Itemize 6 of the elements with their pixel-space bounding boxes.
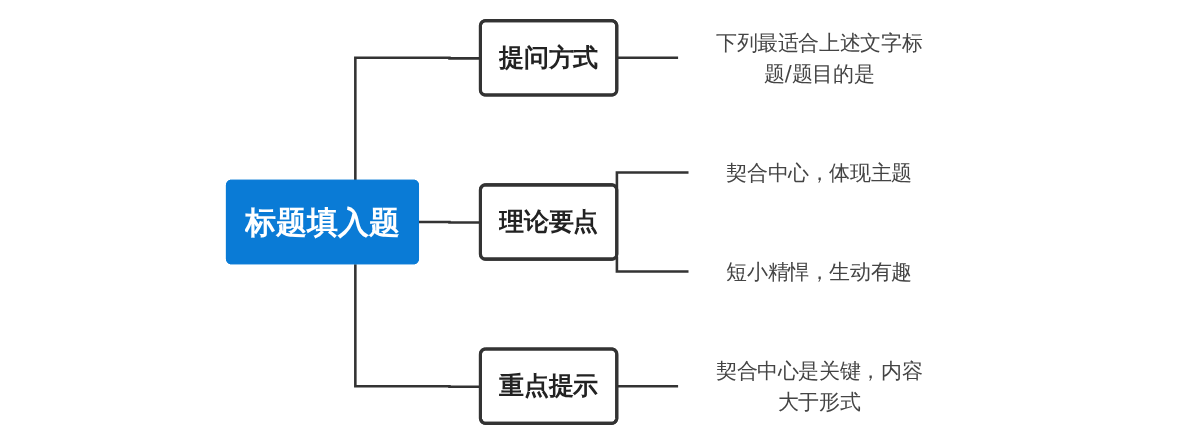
connector (615, 171, 690, 189)
connector (615, 256, 690, 273)
node-text: 契合中心是关键，内容大于形式 (715, 358, 923, 415)
node-text: 契合中心，体现主题 (726, 160, 913, 185)
node-text: 短小精悍，生动有趣 (726, 259, 913, 284)
node-text: 下列最适合上述文字标题/题目的是 (715, 29, 923, 86)
